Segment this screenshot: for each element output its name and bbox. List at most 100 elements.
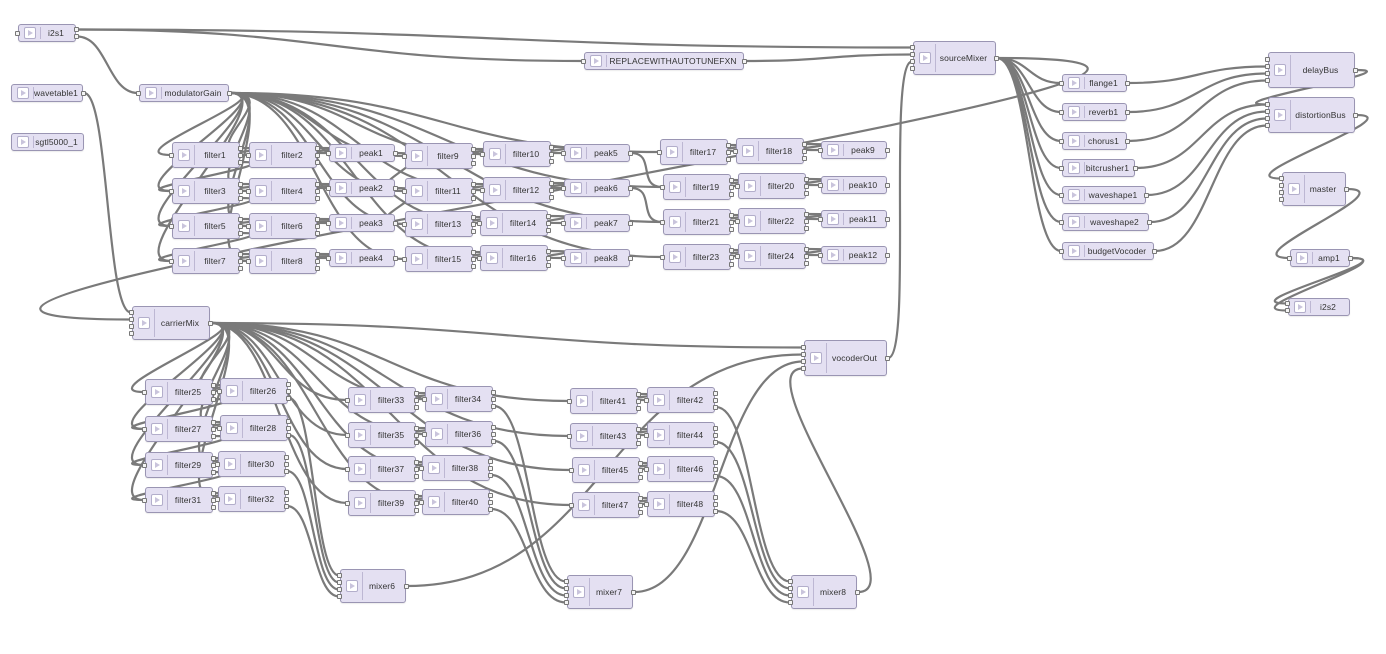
- output-port[interactable]: [636, 426, 641, 432]
- node-filter13[interactable]: filter13: [405, 211, 473, 237]
- output-port[interactable]: [636, 398, 641, 404]
- input-port[interactable]: [480, 151, 485, 157]
- node-peak12[interactable]: peak12: [821, 246, 887, 264]
- input-port[interactable]: [419, 499, 424, 505]
- input-port[interactable]: [326, 255, 331, 261]
- input-port[interactable]: [1279, 197, 1284, 202]
- output-port[interactable]: [81, 90, 86, 96]
- output-port[interactable]: [713, 508, 718, 514]
- input-port[interactable]: [1059, 248, 1064, 254]
- output-port[interactable]: [315, 145, 320, 151]
- node-filter14[interactable]: filter14: [480, 210, 548, 236]
- output-port[interactable]: [1152, 248, 1157, 254]
- input-port[interactable]: [910, 59, 915, 64]
- output-port[interactable]: [414, 500, 419, 506]
- node-filter8[interactable]: filter8: [249, 248, 317, 274]
- input-port[interactable]: [567, 398, 572, 404]
- node-filter43[interactable]: filter43: [570, 423, 638, 449]
- input-port[interactable]: [660, 184, 665, 190]
- output-port[interactable]: [414, 459, 419, 465]
- output-port[interactable]: [315, 258, 320, 264]
- input-port[interactable]: [561, 220, 566, 226]
- node-replace[interactable]: REPLACEWITHAUTOTUNEFXN: [584, 52, 744, 70]
- input-port[interactable]: [1265, 109, 1270, 114]
- input-port[interactable]: [735, 183, 740, 189]
- output-port[interactable]: [549, 187, 554, 193]
- output-port[interactable]: [211, 389, 216, 395]
- input-port[interactable]: [660, 254, 665, 260]
- input-port[interactable]: [1059, 219, 1064, 225]
- input-port[interactable]: [246, 188, 251, 194]
- input-port[interactable]: [1265, 78, 1270, 83]
- output-port[interactable]: [804, 176, 809, 182]
- input-port[interactable]: [788, 586, 793, 591]
- output-port[interactable]: [802, 148, 807, 154]
- output-port[interactable]: [227, 90, 232, 96]
- input-port[interactable]: [345, 432, 350, 438]
- output-port[interactable]: [74, 34, 79, 39]
- output-port[interactable]: [549, 158, 554, 164]
- output-port[interactable]: [994, 55, 999, 61]
- node-sourceMixer[interactable]: sourceMixer: [913, 41, 996, 75]
- input-port[interactable]: [581, 58, 586, 64]
- output-port[interactable]: [491, 438, 496, 444]
- input-port[interactable]: [1059, 165, 1064, 171]
- output-port[interactable]: [414, 493, 419, 499]
- output-port[interactable]: [393, 185, 398, 191]
- node-i2s2[interactable]: i2s2: [1288, 298, 1350, 316]
- input-port[interactable]: [1285, 308, 1290, 313]
- node-filter11[interactable]: filter11: [405, 178, 473, 204]
- node-filter36[interactable]: filter36: [425, 421, 493, 447]
- input-port[interactable]: [215, 461, 220, 467]
- input-port[interactable]: [644, 466, 649, 472]
- input-port[interactable]: [142, 389, 147, 395]
- node-filter44[interactable]: filter44: [647, 422, 715, 448]
- input-port[interactable]: [1285, 301, 1290, 306]
- input-port[interactable]: [1059, 80, 1064, 86]
- node-filter6[interactable]: filter6: [249, 213, 317, 239]
- output-port[interactable]: [404, 583, 409, 589]
- node-filter27[interactable]: filter27: [145, 416, 213, 442]
- output-port[interactable]: [286, 425, 291, 431]
- input-port[interactable]: [169, 258, 174, 264]
- input-port[interactable]: [910, 66, 915, 71]
- node-peak1[interactable]: peak1: [329, 144, 395, 162]
- output-port[interactable]: [713, 390, 718, 396]
- input-port[interactable]: [246, 152, 251, 158]
- output-port[interactable]: [315, 152, 320, 158]
- node-waveshape2[interactable]: waveshape2: [1062, 213, 1149, 231]
- node-filter16[interactable]: filter16: [480, 245, 548, 271]
- output-port[interactable]: [238, 188, 243, 194]
- output-port[interactable]: [284, 461, 289, 467]
- node-filter15[interactable]: filter15: [405, 246, 473, 272]
- output-port[interactable]: [488, 506, 493, 512]
- output-port[interactable]: [286, 381, 291, 387]
- node-filter35[interactable]: filter35: [348, 422, 416, 448]
- input-port[interactable]: [788, 579, 793, 584]
- output-port[interactable]: [211, 419, 216, 425]
- output-port[interactable]: [471, 181, 476, 187]
- output-port[interactable]: [238, 223, 243, 229]
- node-filter31[interactable]: filter31: [145, 487, 213, 513]
- output-port[interactable]: [211, 490, 216, 496]
- input-port[interactable]: [326, 185, 331, 191]
- input-port[interactable]: [402, 221, 407, 227]
- input-port[interactable]: [564, 600, 569, 605]
- output-port[interactable]: [804, 211, 809, 217]
- output-port[interactable]: [631, 589, 636, 595]
- node-delayBus[interactable]: delayBus: [1268, 52, 1355, 88]
- node-mixer6[interactable]: mixer6: [340, 569, 406, 603]
- node-filter22[interactable]: filter22: [738, 208, 806, 234]
- node-waveshape1[interactable]: waveshape1: [1062, 186, 1146, 204]
- input-port[interactable]: [910, 45, 915, 50]
- output-port[interactable]: [471, 228, 476, 234]
- output-port[interactable]: [491, 424, 496, 430]
- node-mixer7[interactable]: mixer7: [567, 575, 633, 609]
- input-port[interactable]: [644, 432, 649, 438]
- output-port[interactable]: [286, 432, 291, 438]
- output-port[interactable]: [713, 397, 718, 403]
- node-filter41[interactable]: filter41: [570, 388, 638, 414]
- output-port[interactable]: [488, 492, 493, 498]
- node-filter9[interactable]: filter9: [405, 143, 473, 169]
